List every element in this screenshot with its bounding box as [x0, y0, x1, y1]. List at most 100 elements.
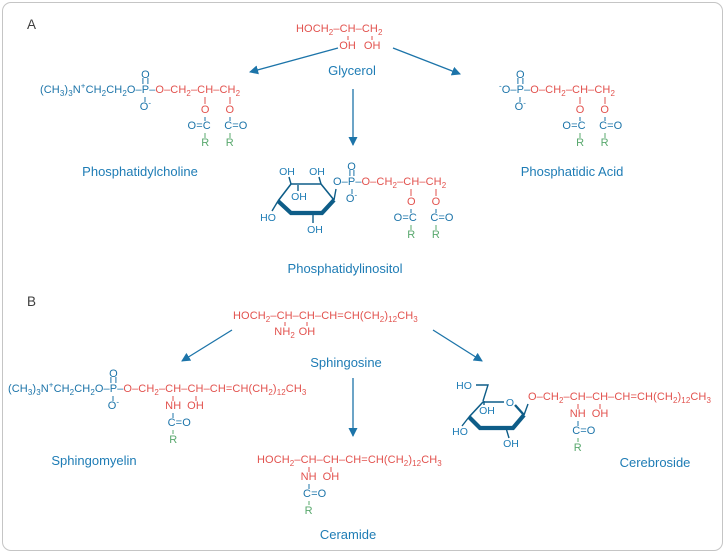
acyl-r-group: R: [304, 505, 313, 517]
phosphorus-atom: P: [347, 176, 356, 188]
carbon-label: CH2: [594, 84, 616, 99]
c-oh-bond: [347, 36, 349, 40]
backbone-fragment: O–CH2–: [123, 383, 166, 398]
phosphorus-atom: P: [109, 383, 118, 395]
phosphorus-atom: P: [516, 84, 525, 96]
sphingomyelin-structure: (CH3)3N+CH2CH2O– P O O- – O–CH2– CH NH C…: [8, 369, 306, 446]
acyl-r-group: R: [169, 434, 178, 446]
ring-substituent-bonds: [271, 176, 337, 223]
c-n-bond: [308, 467, 310, 472]
hydroxyl-label: HO: [456, 380, 472, 392]
amine-group: NH2: [274, 326, 295, 341]
bond-dash: –: [419, 176, 426, 188]
phosphate-head-oxygen: -O–: [499, 81, 517, 96]
c-r-bond: [604, 133, 606, 138]
carbonyl-group: O=C: [393, 212, 417, 224]
ring-upper-edges: [468, 401, 504, 418]
carbon-label: CH: [300, 454, 317, 466]
n-c-bond: [172, 413, 174, 418]
arrow-sphingosine-to-cerebroside: [432, 329, 483, 362]
inositol-ring: OH OH OH HO OH: [260, 166, 337, 236]
phosphate-oxygen-top: O: [347, 161, 356, 173]
phosphate-group: P O O-: [515, 70, 526, 113]
c-oh-bond: [306, 322, 308, 326]
amide-nh: NH: [300, 471, 317, 483]
carbonyl-group: C=O: [224, 120, 248, 132]
p-o-double-bond: [142, 78, 149, 84]
bond-dash: –: [149, 84, 156, 96]
ring-upper-edges: [277, 183, 335, 202]
hydroxyl-label: OH: [503, 438, 519, 450]
carbonyl-group: O=C: [187, 120, 211, 132]
ester-oxygen: O: [407, 196, 416, 208]
p-o-bond: [519, 97, 521, 102]
phosphatidylinositol-backbone: O– P O O- – O–CH2– CH O O=C R – CH2: [333, 162, 453, 241]
c3-carbon: CH OH: [323, 455, 340, 483]
c-oh-bond: [371, 36, 373, 40]
carbonyl-group: O=C: [562, 120, 586, 132]
backbone-fragment: O–CH2–: [528, 391, 570, 406]
carbon-label: CH: [298, 310, 315, 322]
carbonyl-group: C=O: [430, 212, 454, 224]
phosphate-oxygen-top: O: [516, 69, 525, 81]
c-o-bond: [229, 97, 231, 104]
carbonyl-group: C=O: [599, 120, 623, 132]
hydroxyl-label: HO: [452, 426, 468, 438]
phosphate-oxygen-bottom: O-: [139, 98, 152, 113]
amide-nh: NH: [165, 400, 182, 412]
acyl-r-group: R: [573, 442, 582, 454]
o-c-bond: [604, 117, 606, 121]
glycerol-fragment: O–CH2–: [530, 84, 573, 99]
ceramide-backbone: HOCH2– CH NH C=O R – CH OH –CH=CH(CH2)12…: [257, 454, 442, 517]
arrow-glycerol-to-phosphatidylcholine: [248, 47, 339, 75]
hydroxyl-label: OH: [291, 191, 307, 203]
acyl-r-group: R: [225, 137, 234, 149]
carbon-label: CH: [187, 383, 204, 395]
bond-dash: –: [292, 310, 299, 322]
carbon-label: CH: [197, 84, 214, 96]
c-n-bond: [284, 322, 286, 326]
cerebroside-label: Cerebroside: [619, 455, 691, 470]
amide-nh: NH: [569, 408, 586, 420]
c-o-bond: [204, 97, 206, 104]
c-o-bond: [410, 189, 412, 196]
carbon-label: CH: [165, 383, 182, 395]
c2-carbon: CH OH: [339, 24, 356, 52]
hydroxyl-label: OH: [479, 405, 495, 417]
hydroxyl-group: OH: [187, 400, 204, 412]
phosphorus-atom: P: [141, 84, 150, 96]
choline-group: (CH3)3N+CH2CH2O–: [8, 380, 110, 398]
glycerol-backbone: HOCH2– CH OH – CH2 OH: [296, 23, 383, 52]
ester-oxygen: O: [225, 104, 235, 116]
backbone-fragment: HOCH2–: [233, 310, 277, 325]
bond-dash: –: [213, 84, 220, 96]
phosphatidylcholine-label: Phosphatidylcholine: [82, 164, 198, 179]
c-o-bond: [604, 97, 606, 104]
o-c-bond: [410, 209, 412, 213]
ring-substituent-bonds: [461, 384, 529, 439]
phosphate-group: P O O-: [108, 369, 119, 412]
p-o-double-bond: [517, 78, 523, 84]
acyl-r-group: R: [600, 137, 609, 149]
carbon-label: CH: [592, 391, 609, 403]
carbon-label: CH2: [425, 176, 447, 191]
c2-carbon: CH NH C=O R: [165, 383, 191, 446]
ring-lower-edges: [467, 413, 526, 431]
glycerol-fragment: O–CH2–: [155, 84, 198, 99]
o-c-bond: [435, 209, 437, 213]
phosphate-oxygen-bottom: O-: [345, 190, 358, 205]
c-o-bond: [579, 97, 581, 104]
carbon-label: CH2: [361, 23, 383, 38]
carbon-label: CH: [572, 84, 589, 96]
ester-oxygen: O: [600, 104, 610, 116]
sphingosine-structure: HOCH2– CH NH2 – CH OH –CH=CH(CH2)12CH3: [233, 310, 418, 340]
glycerol-fragment: O–CH2–: [361, 176, 404, 191]
c2-carbon: CH NH C=O R: [300, 454, 327, 517]
phosphatidylinositol-label: Phosphatidylinositol: [287, 261, 403, 276]
backbone-fragment: HOCH2–: [257, 454, 301, 469]
c3-carbon: CH2 O C=O R: [219, 85, 247, 149]
c3-carbon: CH2 O C=O R: [594, 84, 622, 149]
p-o-double-bond: [349, 170, 355, 176]
carbonyl-group: C=O: [167, 417, 191, 429]
